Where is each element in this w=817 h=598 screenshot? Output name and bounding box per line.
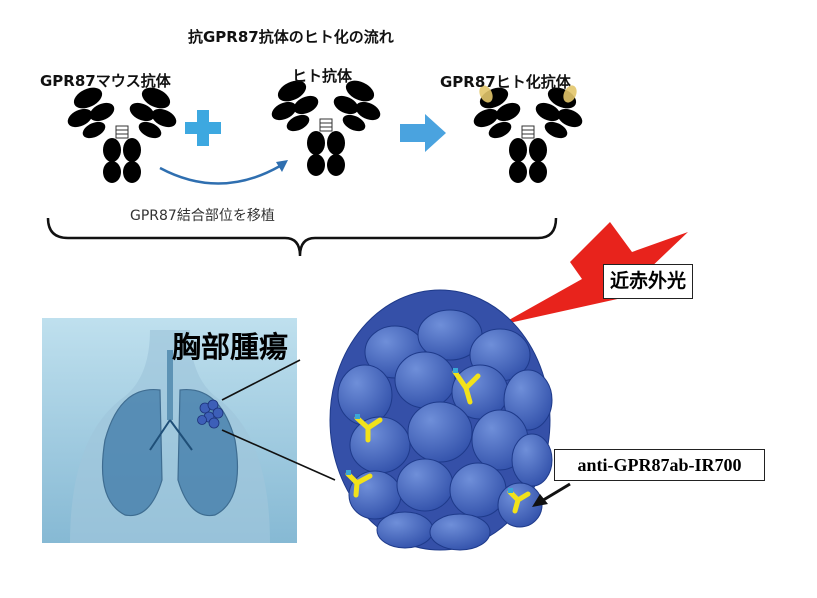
conjugate-label: anti-GPR87ab-IR700: [554, 449, 765, 481]
near-infrared-label: 近赤外光: [603, 264, 693, 299]
mouse-antibody-label: GPR87マウス抗体: [40, 72, 171, 90]
right-arrow-icon: [400, 114, 446, 152]
lightning-icon: [500, 222, 688, 325]
humanized-antibody-label: GPR87ヒト化抗体: [440, 73, 571, 91]
human-antibody-label: ヒト抗体: [292, 67, 353, 85]
plus-icon: [185, 110, 221, 146]
chest-image: [42, 318, 297, 543]
pointer-arrow-icon: [532, 482, 571, 507]
humanized-antibody-icon: .hz .o{fill:#c7d7f2;stroke:#2d4c96;strok…: [470, 83, 586, 184]
left-lung: [101, 389, 163, 517]
right-lung: [177, 389, 239, 517]
curved-arrow-icon: [159, 160, 288, 185]
tumor-cluster: [329, 289, 553, 551]
lung-tumor-icon: [197, 399, 224, 429]
chest-tumor-label: 胸部腫瘍: [172, 330, 289, 364]
brace: [46, 217, 558, 257]
antibody-conjugate-markers: [345, 369, 531, 514]
diagram-title: 抗GPR87抗体のヒト化の流れ: [188, 28, 394, 46]
graft-caption: GPR87結合部位を移植: [130, 208, 275, 224]
